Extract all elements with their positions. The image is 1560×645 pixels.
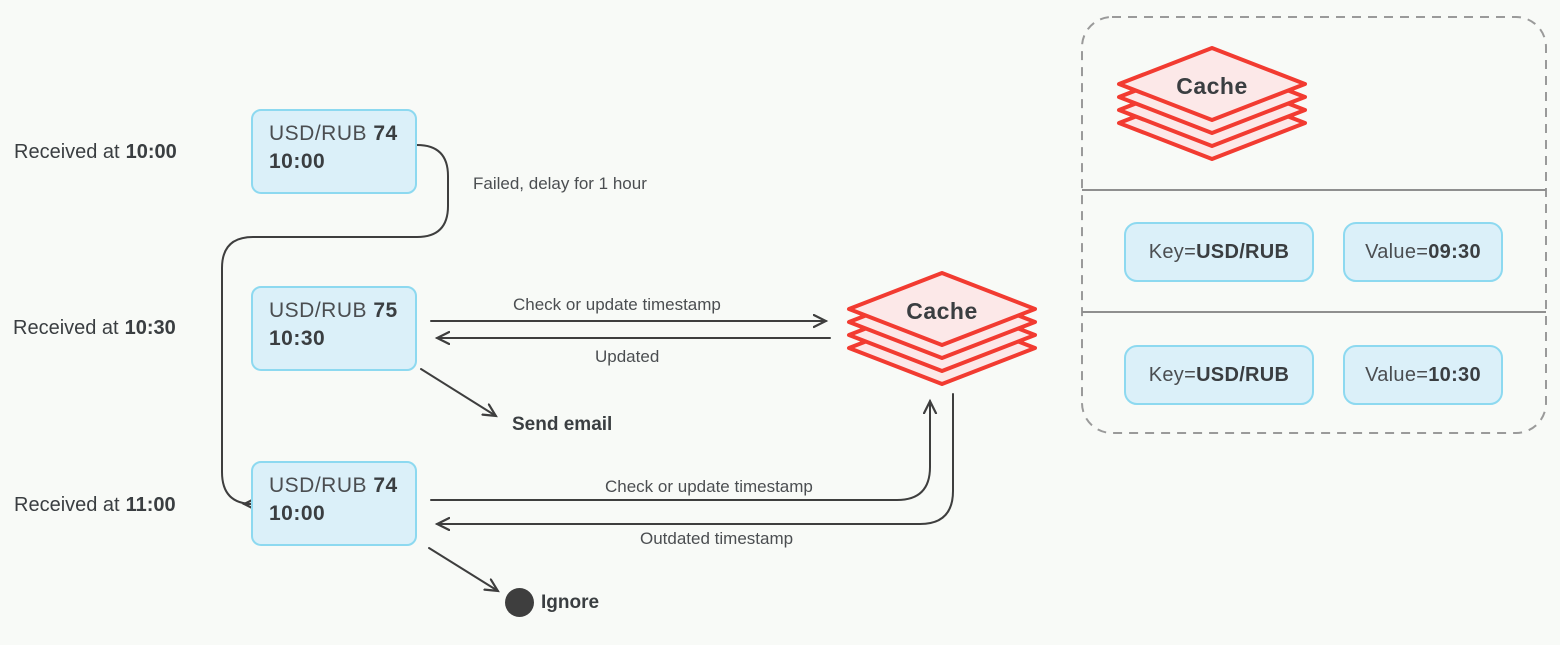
kv-value-box-1: Value=09:30	[1343, 222, 1503, 282]
value-value: 09:30	[1428, 240, 1481, 263]
received-prefix: Received at	[13, 317, 119, 339]
received-time: 10:00	[125, 141, 177, 163]
send-email-label: Send email	[512, 414, 613, 435]
rate-time: 10:00	[269, 150, 326, 173]
edge-label-check-update-2: Check or update timestamp	[513, 295, 721, 314]
rate-box-2: USD/RUB 75 10:30	[251, 286, 417, 371]
rate-box-3: USD/RUB 74 10:00	[251, 461, 417, 546]
kv-key-box-1: Key=USD/RUB	[1124, 222, 1314, 282]
panel-cache-stack-icon: Cache	[1117, 46, 1307, 161]
edge-label-updated: Updated	[595, 347, 660, 366]
received-time: 11:00	[125, 494, 176, 516]
rate-time: 10:30	[269, 327, 326, 350]
rate-line: USD/RUB 74	[269, 474, 398, 497]
panel-cache-label: Cache	[1176, 73, 1248, 99]
received-prefix: Received at	[14, 494, 120, 516]
connector-send-email	[420, 368, 496, 416]
cache-state-panel: Cache Key=USD/RUB Value=09:30 Key=USD/RU…	[1082, 17, 1546, 433]
rate-time: 10:00	[269, 502, 326, 525]
cache-stack-icon: Cache	[847, 271, 1037, 386]
kv-key-box-2: Key=USD/RUB	[1124, 345, 1314, 405]
key-prefix: Key=	[1148, 240, 1197, 263]
edge-label-outdated: Outdated timestamp	[640, 529, 794, 548]
key-value: USD/RUB	[1196, 363, 1290, 386]
ignore-dot	[505, 588, 534, 617]
rate-line: USD/RUB 75	[269, 299, 398, 322]
received-time: 10:30	[124, 317, 176, 339]
value-prefix: Value=	[1365, 240, 1429, 263]
ignore-terminal: Ignore	[505, 588, 599, 617]
rate-box-1: USD/RUB 74 10:00	[251, 109, 417, 194]
rate-line: USD/RUB 74	[269, 122, 398, 145]
received-prefix: Received at	[14, 141, 120, 163]
cache-label: Cache	[906, 298, 978, 324]
key-prefix: Key=	[1148, 363, 1197, 386]
value-prefix: Value=	[1365, 363, 1429, 386]
kv-value-box-2: Value=10:30	[1343, 345, 1503, 405]
value-value: 10:30	[1428, 363, 1481, 386]
connector-ignore	[428, 547, 498, 591]
edge-label-failed-delay: Failed, delay for 1 hour	[473, 174, 647, 193]
key-value: USD/RUB	[1196, 240, 1290, 263]
ignore-label: Ignore	[541, 591, 600, 613]
edge-label-check-update-3: Check or update timestamp	[605, 477, 813, 496]
